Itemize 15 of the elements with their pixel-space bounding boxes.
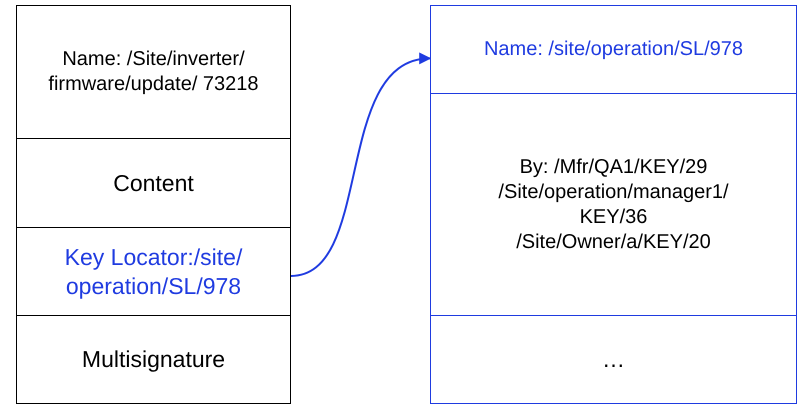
packet-field-box (430, 5, 797, 94)
packet-field-box (16, 138, 291, 228)
field-text: Name: /site/operation/SL/978 (484, 37, 744, 62)
packet-field-box (16, 5, 291, 139)
field-text: Key Locator:/site/ operation/SL/978 (64, 242, 244, 300)
packet-field-box (430, 93, 797, 316)
curved-arrow (290, 54, 432, 277)
field-text: Content (113, 168, 194, 198)
field-text: By: /Mfr/QA1/KEY/29 /Site/operation/manager1/ KEY/36 /Site/Owner/a/KEY/20 (497, 154, 730, 254)
field-text: Name: /Site/inverter/ firmware/update/ 73218 (47, 47, 260, 97)
packet-field-box (16, 315, 291, 404)
field-text: Multisignature (82, 345, 226, 374)
packet-field-box (16, 227, 291, 316)
packet-field-box (430, 315, 797, 404)
field-text: … (602, 345, 625, 374)
